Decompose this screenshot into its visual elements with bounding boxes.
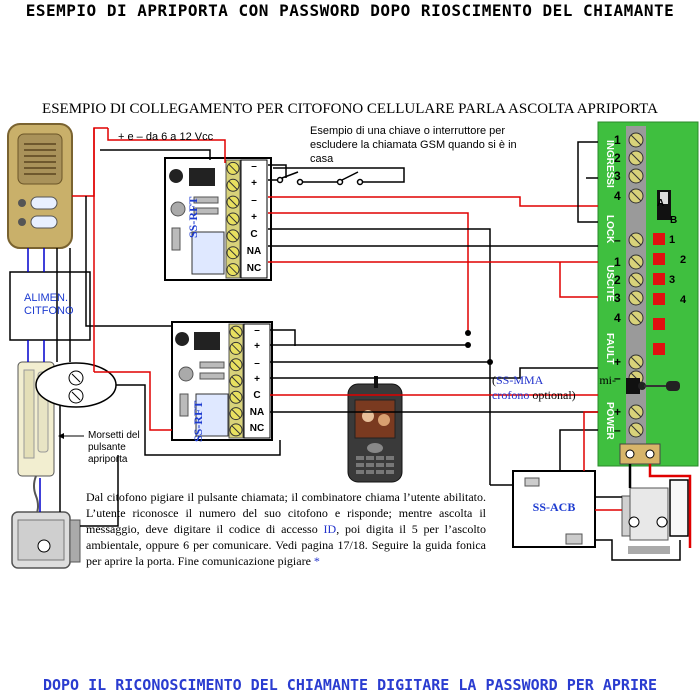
led-number-2: 2 [680, 254, 686, 266]
diagram-subtitle: ESEMPIO DI COLLEGAMENTO PER CITOFONO CEL… [42, 101, 658, 117]
wires [27, 127, 692, 561]
module-terminal-label: – [251, 161, 257, 173]
led-fault-2 [653, 343, 665, 355]
module-terminal-label: + [254, 374, 260, 385]
led-4 [653, 293, 665, 305]
module-terminal-label: C [253, 390, 261, 402]
rft-lower-label: SS-RFT [191, 400, 205, 442]
mma-microphone-note: (SS-MMA mi-crofono optional) [492, 373, 616, 402]
module-terminal-label: NC [246, 262, 262, 274]
module-terminal-label: – [254, 325, 260, 337]
section-lock-label: LOCK [604, 215, 615, 244]
board-terminal-number: – [614, 371, 621, 385]
board-terminal-number: 4 [614, 311, 621, 325]
electric-lock [11, 511, 81, 569]
section-power-label: POWER [604, 402, 615, 441]
section-ingressi-label: INGRESSI [604, 140, 615, 188]
power-supply-label: + e – da 6 a 12 Vcc [118, 131, 214, 143]
microphone-icon [666, 381, 680, 391]
led-3 [653, 273, 665, 285]
acb-label: SS-ACB [532, 500, 576, 514]
module-terminal-label: – [251, 195, 257, 207]
module-terminal-label: – [254, 357, 260, 369]
title-banner: ESEMPIO DI APRIPORTA CON PASSWORD DOPO R… [25, 1, 675, 20]
rft-module-lower [171, 321, 273, 441]
module-terminal-label: NA [246, 245, 262, 257]
board-terminal-number: 3 [614, 169, 621, 183]
led-fault-1 [653, 318, 665, 330]
module-terminal-label: + [251, 178, 257, 190]
rft-upper-label: SS-RFT [186, 196, 200, 238]
led-number-4: 4 [680, 294, 687, 306]
gsm-control-board: INGRESSI LOCK USCITE FAULT POWER 1234–12… [597, 121, 699, 467]
intercom-power-supply [9, 271, 91, 341]
relay-terminal-block [621, 479, 689, 554]
board-terminal-number: 1 [614, 255, 621, 269]
board-terminal-number: + [614, 355, 621, 369]
module-terminal-label: C [250, 228, 258, 240]
door-opener-terminals [35, 362, 117, 408]
instructions-text: Dal citofono pigiare il pulsante chiamat… [86, 490, 487, 568]
board-terminal-number: 4 [614, 189, 621, 203]
alimentatore-line2: CITFONO [24, 305, 74, 317]
led-number-3: 3 [669, 274, 675, 286]
module-terminal-label: + [254, 341, 260, 353]
board-terminal-number: + [614, 405, 621, 419]
bottom-banner: DOPO IL RICONOSCIMENTO DEL CHIAMANTE DIG… [42, 676, 658, 694]
board-terminal-number: 2 [614, 151, 621, 165]
section-fault-label: FAULT [604, 333, 615, 364]
board-terminal-number: 1 [614, 133, 621, 147]
board-terminal-number: 3 [614, 291, 621, 305]
rft-lower-terminal-labels: – + – + C NA NC [244, 324, 270, 438]
section-uscite-label: USCITE [604, 265, 615, 302]
switch-note: Esempio di una chiave o interruttore per… [310, 125, 517, 165]
morsetti-line3: apriporta [88, 454, 128, 465]
mobile-phone-icon [347, 376, 403, 483]
module-terminal-label: + [251, 212, 257, 223]
rft-module-upper [164, 157, 272, 281]
switch-label-a: A [657, 198, 664, 209]
morsetti-line2: pulsante [88, 442, 126, 453]
mma-name: SS-MMA [496, 373, 544, 387]
intercom-panel [7, 123, 73, 249]
alimentatore-line1: ALIMEN. [24, 292, 69, 304]
switch-label-b: B [670, 215, 677, 226]
board-terminal-number: – [614, 233, 621, 247]
board-terminal-number: – [614, 423, 621, 437]
board-terminal-numbers: 1 2 3 4 – 1 2 3 4 + – + – [614, 133, 621, 437]
module-terminal-label: NA [249, 406, 265, 418]
morsetti-line1: Morsetti del [88, 430, 140, 441]
module-terminal-label: NC [249, 422, 265, 434]
board-terminal-number: 2 [614, 273, 621, 287]
led-1 [653, 233, 665, 245]
led-number-1: 1 [669, 234, 675, 246]
led-2 [653, 253, 665, 265]
rft-upper-terminal-labels: – + – + C NA NC [241, 160, 267, 278]
